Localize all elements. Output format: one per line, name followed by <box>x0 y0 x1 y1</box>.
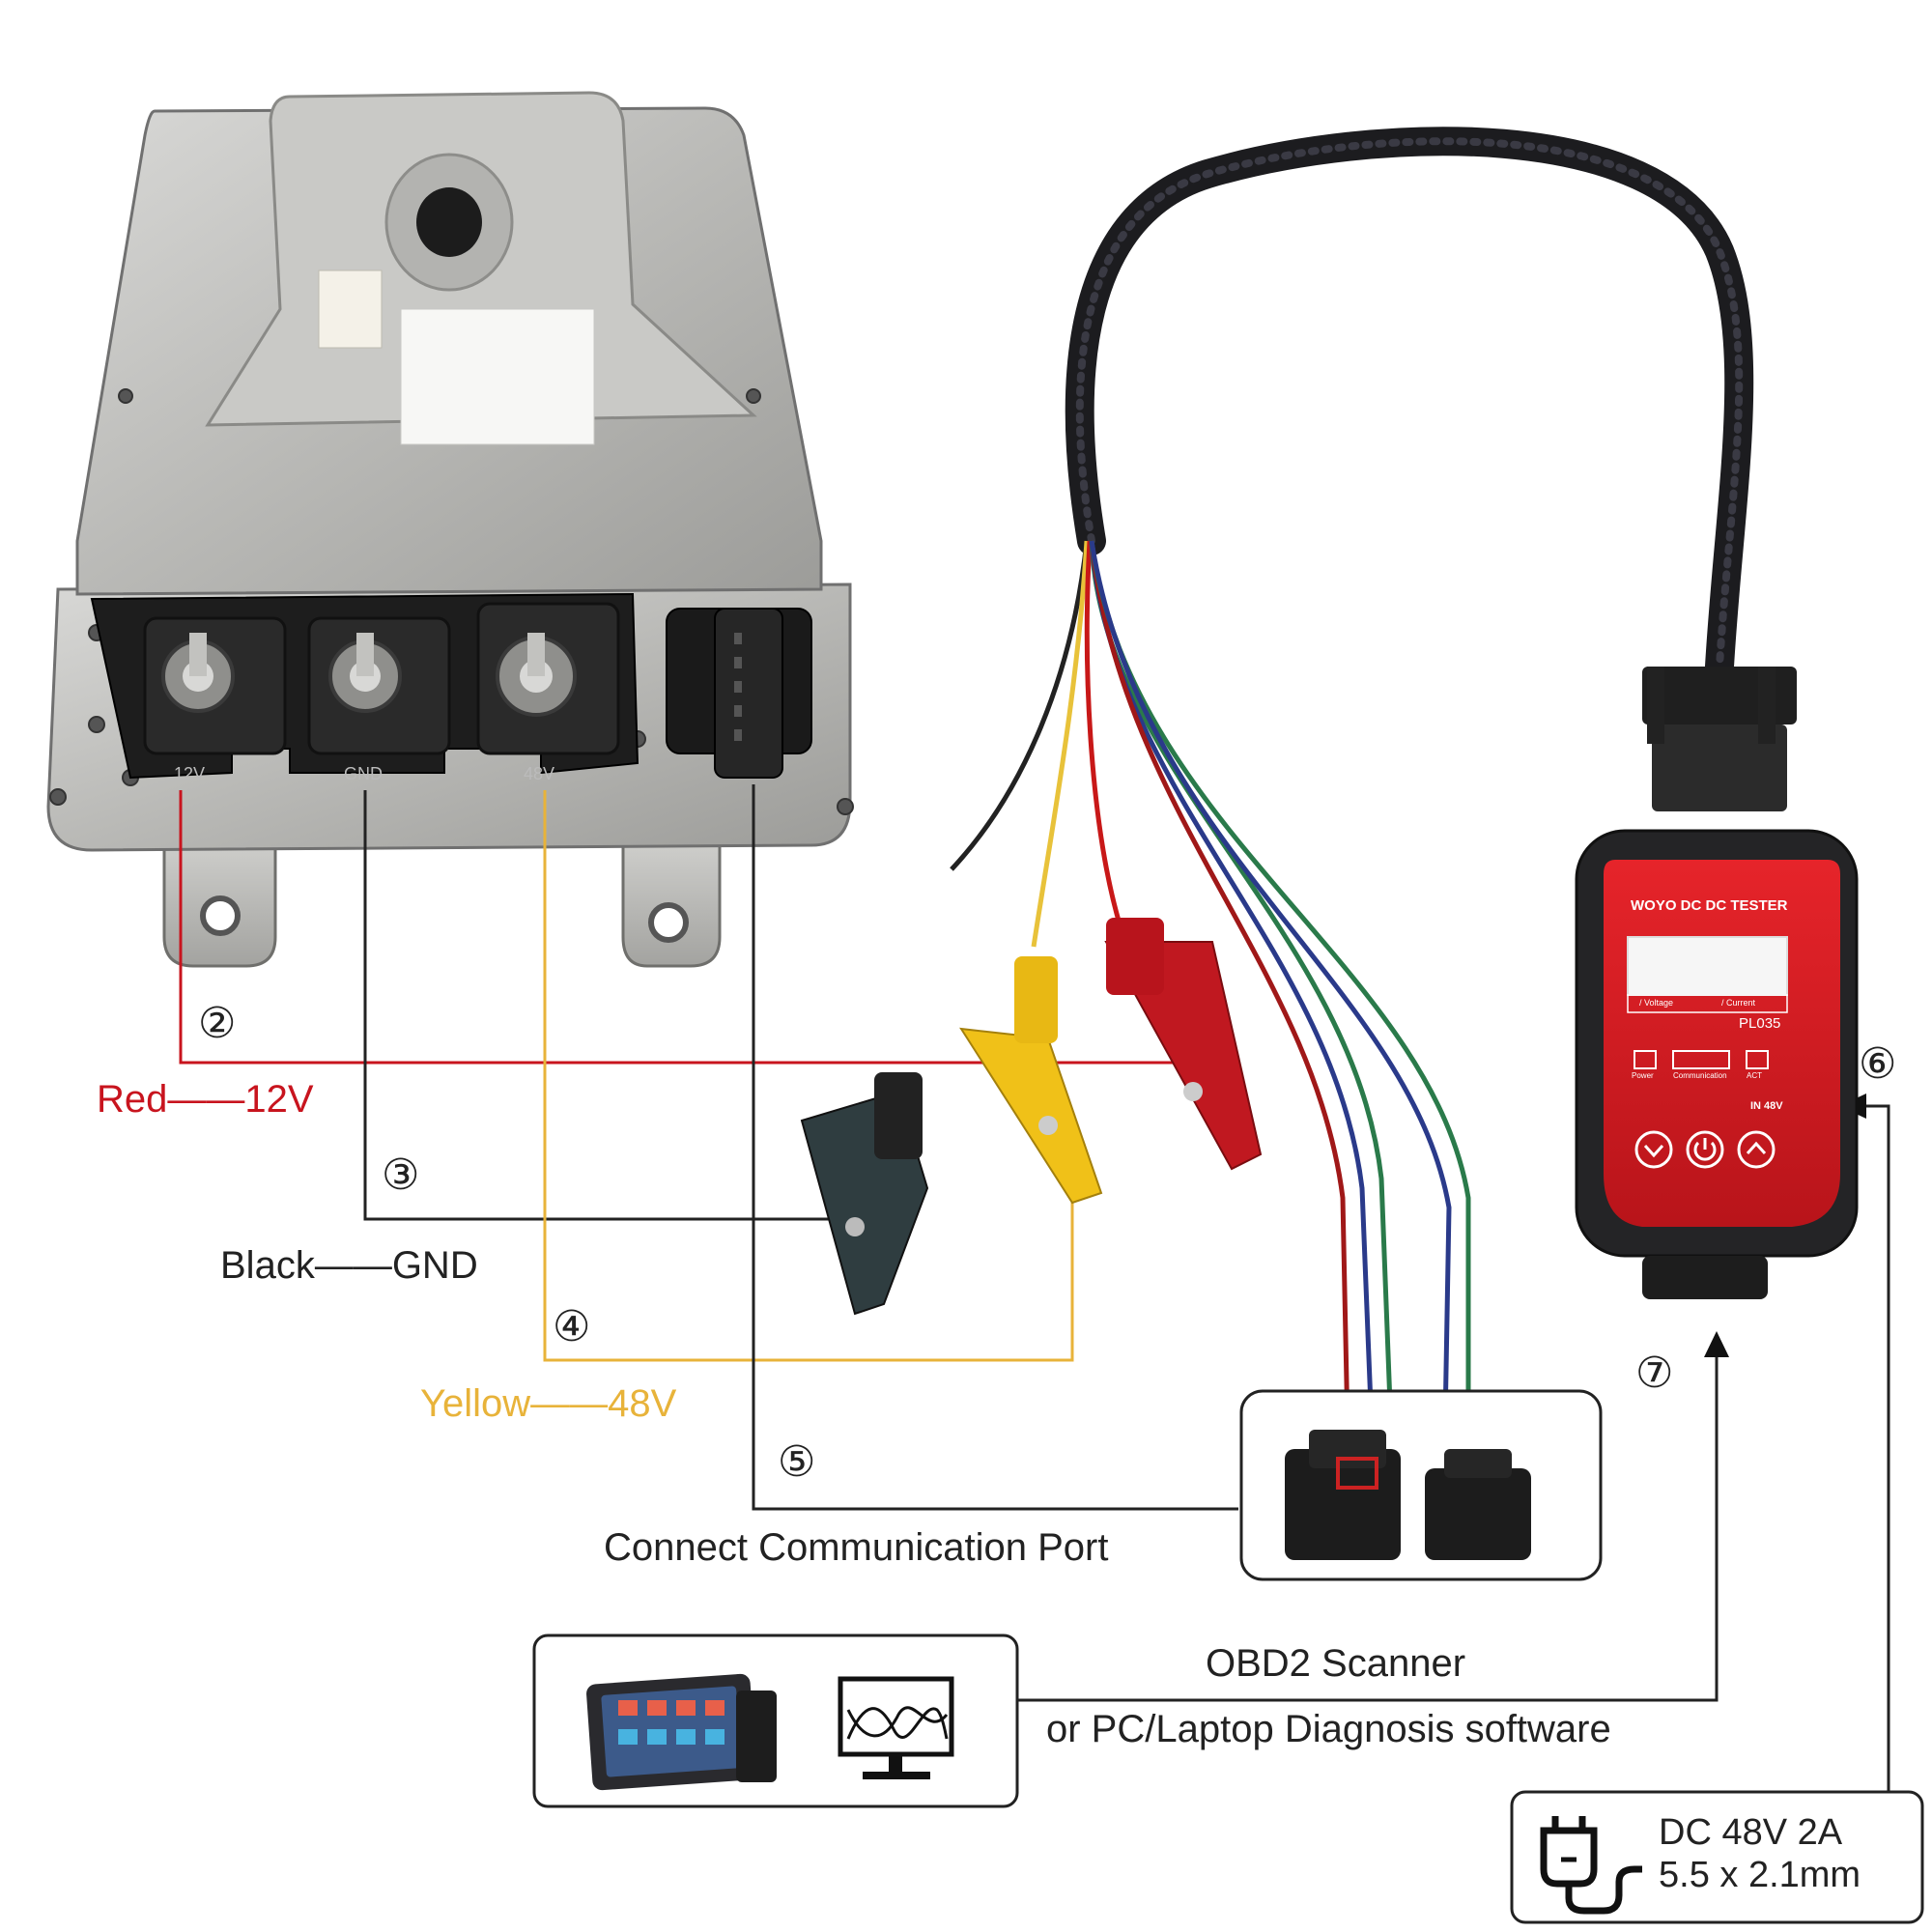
power-box <box>1510 1790 1924 1924</box>
tester-voltage-label: / Voltage <box>1639 998 1674 1008</box>
black-gnd-label: Black——GND <box>220 1246 478 1285</box>
terminal-label-12v: 12V <box>174 764 206 783</box>
black-wire-name: Black <box>220 1244 315 1287</box>
tester-input-label: IN 48V <box>1750 1100 1783 1112</box>
yellow-wire-name: Yellow <box>420 1382 531 1425</box>
black-wire-target: GND <box>391 1244 478 1287</box>
power-plug-icon <box>1540 1816 1642 1915</box>
test-harness-cable <box>950 127 1754 1479</box>
woyo-tester <box>1575 667 1859 1299</box>
separator: —— <box>530 1382 609 1425</box>
step-number-3: ③ <box>382 1151 420 1200</box>
comm-port-line <box>752 784 1238 1511</box>
scanner-label-line1: OBD2 Scanner <box>1206 1642 1466 1685</box>
down-button-icon <box>1634 1130 1673 1169</box>
red-wire-line <box>179 790 1174 1065</box>
tester-brand: WOYO DC DC TESTER <box>1631 897 1788 914</box>
tablet-scanner-icon <box>586 1673 777 1791</box>
step-number-7: ⑦ <box>1635 1349 1674 1398</box>
red-wire-name: Red <box>97 1078 168 1121</box>
step-number-2: ② <box>198 999 237 1048</box>
arrow-up-icon <box>1704 1331 1729 1357</box>
yellow-wire-line <box>543 790 1074 1362</box>
terminal-label-48v: 48V <box>524 764 555 783</box>
up-button-icon <box>1737 1130 1776 1169</box>
step-number-6: ⑥ <box>1859 1039 1897 1089</box>
black-alligator-clip <box>800 1072 929 1316</box>
scanner-label-line2: or PC/Laptop Diagnosis software <box>1046 1708 1611 1750</box>
tester-button-communication: Communication <box>1673 1071 1727 1080</box>
tester-current-label: / Current <box>1721 998 1756 1008</box>
red-alligator-clip <box>1104 918 1263 1171</box>
scanner-line <box>1017 1352 1719 1702</box>
separator: —— <box>167 1078 245 1121</box>
yellow-wire-target: 48V <box>608 1382 677 1425</box>
dcdc-converter <box>46 91 854 968</box>
separator: —— <box>314 1244 392 1287</box>
red-12v-label: Red——12V <box>97 1080 314 1119</box>
red-wire-target: 12V <box>244 1078 314 1121</box>
step-number-4: ④ <box>553 1302 591 1351</box>
terminal-label-gnd: GND <box>344 764 383 783</box>
connection-lines <box>179 784 1890 1792</box>
power-spec-line1: DC 48V 2A <box>1659 1812 1843 1853</box>
comm-connectors <box>1285 1430 1531 1560</box>
comm-port-label: Connect Communication Port <box>604 1526 1109 1569</box>
tester-button-power: Power <box>1632 1071 1654 1080</box>
monitor-waveform-icon <box>838 1676 954 1779</box>
yellow-48v-label: Yellow——48V <box>420 1384 676 1423</box>
tester-model: PL035 <box>1739 1015 1781 1032</box>
black-wire-line <box>363 790 840 1221</box>
power-button-icon <box>1686 1130 1724 1169</box>
yellow-alligator-clip <box>959 956 1103 1205</box>
tester-button-act: ACT <box>1747 1071 1762 1080</box>
step-number-5: ⑤ <box>778 1437 816 1487</box>
power-spec-line2: 5.5 x 2.1mm <box>1659 1855 1861 1895</box>
